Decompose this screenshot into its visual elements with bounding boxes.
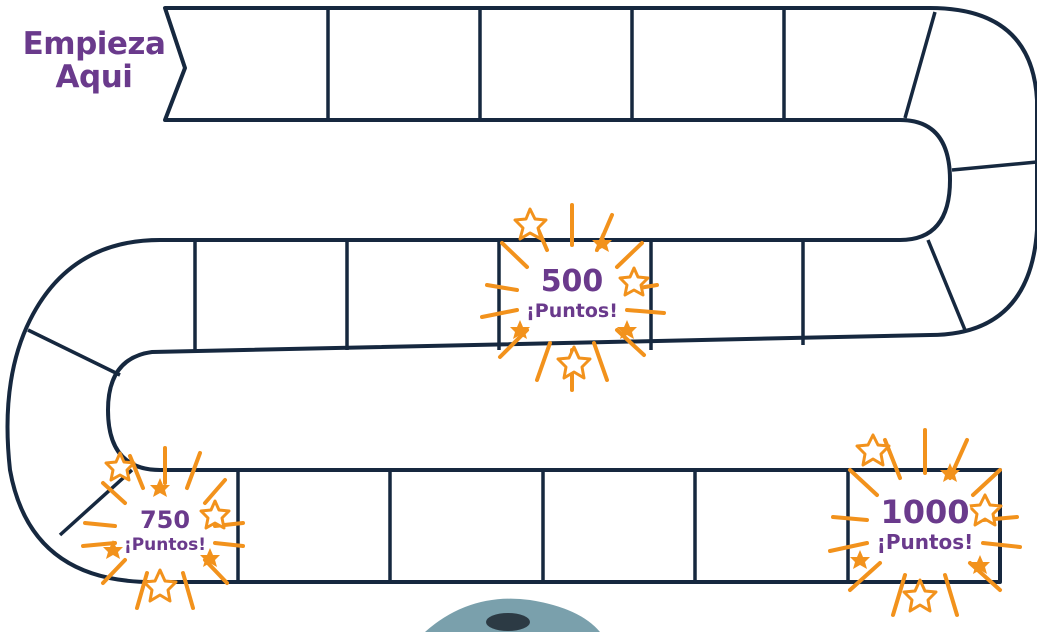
bonus-word-text: ¡Puntos! bbox=[526, 300, 618, 322]
start-label-line1: Empieza bbox=[20, 28, 168, 61]
star-icon bbox=[558, 347, 590, 378]
star-icon bbox=[904, 580, 936, 611]
bonus-points-text: 500 bbox=[541, 264, 604, 299]
start-label-line2: Aqui bbox=[20, 61, 168, 94]
start-label: Empieza Aqui bbox=[20, 28, 168, 94]
bonus-points-text: 1000 bbox=[880, 493, 969, 531]
bonus-word-text: ¡Puntos! bbox=[877, 530, 974, 554]
bonus-word-text: ¡Puntos! bbox=[124, 535, 206, 555]
monster-head bbox=[425, 599, 600, 632]
bonus-points-text: 750 bbox=[140, 506, 190, 534]
